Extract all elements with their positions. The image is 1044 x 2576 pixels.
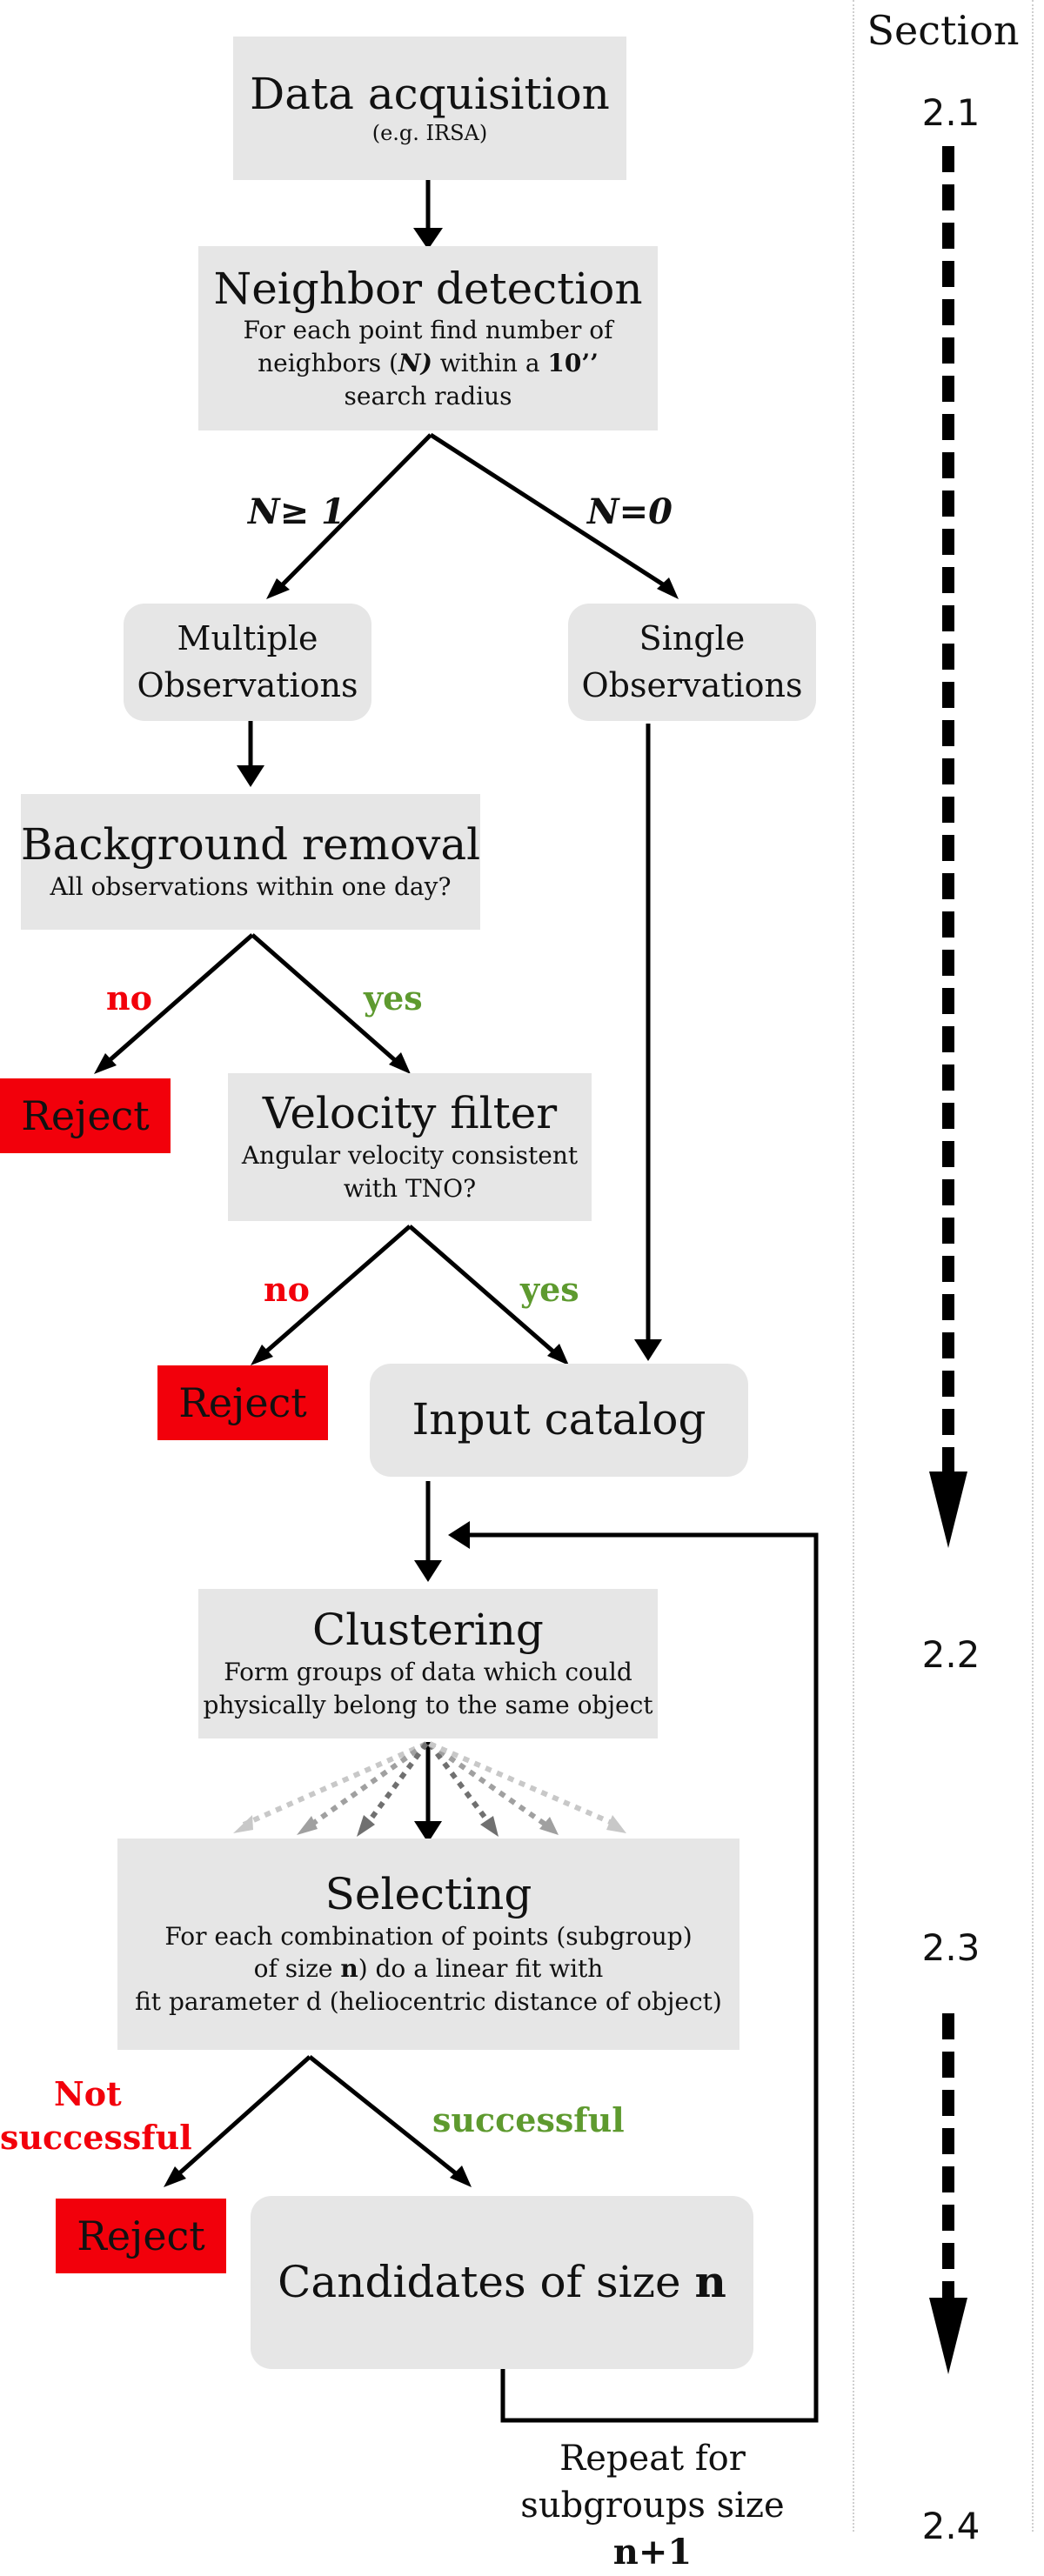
- label-not-successful-2: successful: [0, 2118, 192, 2157]
- neighbor-detection-line2: neighbors (N) within a 10’’: [258, 347, 599, 380]
- label-not-successful-1: Not: [54, 2074, 122, 2113]
- input-catalog-title: Input catalog: [412, 1394, 706, 1445]
- repeat-line2-pre: subgroups size: [520, 2486, 785, 2526]
- label-yes-background: yes: [364, 978, 423, 1018]
- single-line1: Single: [639, 619, 746, 658]
- repeat-line2: subgroups size n+1: [487, 2482, 818, 2576]
- background-removal-title: Background removal: [20, 819, 481, 871]
- velocity-filter-title: Velocity filter: [262, 1088, 558, 1139]
- background-removal-sub: All observations within one day?: [50, 871, 452, 901]
- multiple-line2: Observations: [137, 665, 358, 704]
- selecting-line2-var: n: [340, 1954, 358, 1984]
- label-no-velocity: no: [264, 1270, 310, 1309]
- arrowhead-multiple: [266, 578, 290, 599]
- neighbor-detection-box: Neighbor detection For each point find n…: [198, 246, 658, 430]
- selecting-line2-post: ) do a linear fit with: [358, 1954, 604, 1984]
- velocity-filter-box: Velocity filter Angular velocity consist…: [228, 1073, 592, 1221]
- selecting-line2-pre: of size: [253, 1954, 341, 1984]
- section-number-2-2: 2.2: [921, 1633, 980, 1676]
- input-catalog-box: Input catalog: [370, 1364, 748, 1477]
- single-observations-box: Single Observations: [568, 604, 816, 721]
- velocity-filter-line2: with TNO?: [343, 1173, 477, 1203]
- data-acquisition-title: Data acquisition: [250, 68, 610, 119]
- reject-box-1: Reject: [0, 1078, 171, 1153]
- selecting-line1: For each combination of points (subgroup…: [164, 1921, 693, 1951]
- neighbor-detection-line3: search radius: [344, 381, 512, 410]
- neighbor-line2-radius: 10’’: [547, 348, 599, 377]
- reject-box-3: Reject: [56, 2199, 226, 2273]
- clustering-line1: Form groups of data which could: [224, 1657, 632, 1686]
- candidates-title: Candidates of size n: [278, 2257, 726, 2308]
- single-line2: Observations: [581, 665, 803, 704]
- section-number-2-1: 2.1: [921, 91, 980, 134]
- label-successful: successful: [432, 2100, 625, 2139]
- clustering-box: Clustering Form groups of data which cou…: [198, 1589, 658, 1738]
- repeat-line2-bold: n+1: [612, 2532, 693, 2573]
- label-n-ge-1: N≥ 1: [248, 491, 345, 532]
- selecting-title: Selecting: [325, 1869, 532, 1920]
- reject-box-2: Reject: [157, 1365, 328, 1440]
- selecting-box: Selecting For each combination of points…: [117, 1839, 740, 2050]
- clustering-line2: physically belong to the same object: [203, 1690, 653, 1719]
- candidates-pre: Candidates of size: [278, 2257, 695, 2308]
- section-number-2-3: 2.3: [921, 1926, 980, 1969]
- multiple-line1: Multiple: [177, 619, 318, 658]
- selecting-line2: of size n) do a linear fit with: [254, 1952, 604, 1985]
- candidates-box: Candidates of size n: [251, 2196, 753, 2369]
- clustering-title: Clustering: [312, 1605, 544, 1656]
- repeat-label: Repeat for subgroups size n+1: [487, 2435, 818, 2576]
- velocity-filter-line1: Angular velocity consistent: [241, 1140, 579, 1170]
- data-acquisition-box: Data acquisition (e.g. IRSA): [233, 37, 626, 180]
- label-yes-velocity: yes: [520, 1270, 579, 1309]
- neighbor-detection-line1: For each point find number of: [243, 316, 613, 345]
- background-removal-box: Background removal All observations with…: [21, 794, 480, 930]
- neighbor-detection-title: Neighbor detection: [213, 263, 643, 314]
- data-acquisition-sub: (e.g. IRSA): [371, 121, 488, 146]
- neighbor-line2-var: N): [398, 348, 432, 377]
- section-panel: [853, 0, 1034, 2532]
- neighbor-line2-pre: neighbors (: [258, 348, 398, 377]
- arrowhead-single: [657, 577, 679, 599]
- label-no-background: no: [106, 978, 152, 1018]
- candidates-var: n: [694, 2256, 726, 2308]
- neighbor-line2-post: within a: [432, 348, 548, 377]
- section-header: Section: [867, 7, 1020, 54]
- multiple-observations-box: Multiple Observations: [124, 604, 371, 721]
- label-n-eq-0: N=0: [587, 491, 673, 532]
- selecting-line3: fit parameter d (heliocentric distance o…: [135, 1987, 722, 2017]
- repeat-line1: Repeat for: [559, 2439, 746, 2479]
